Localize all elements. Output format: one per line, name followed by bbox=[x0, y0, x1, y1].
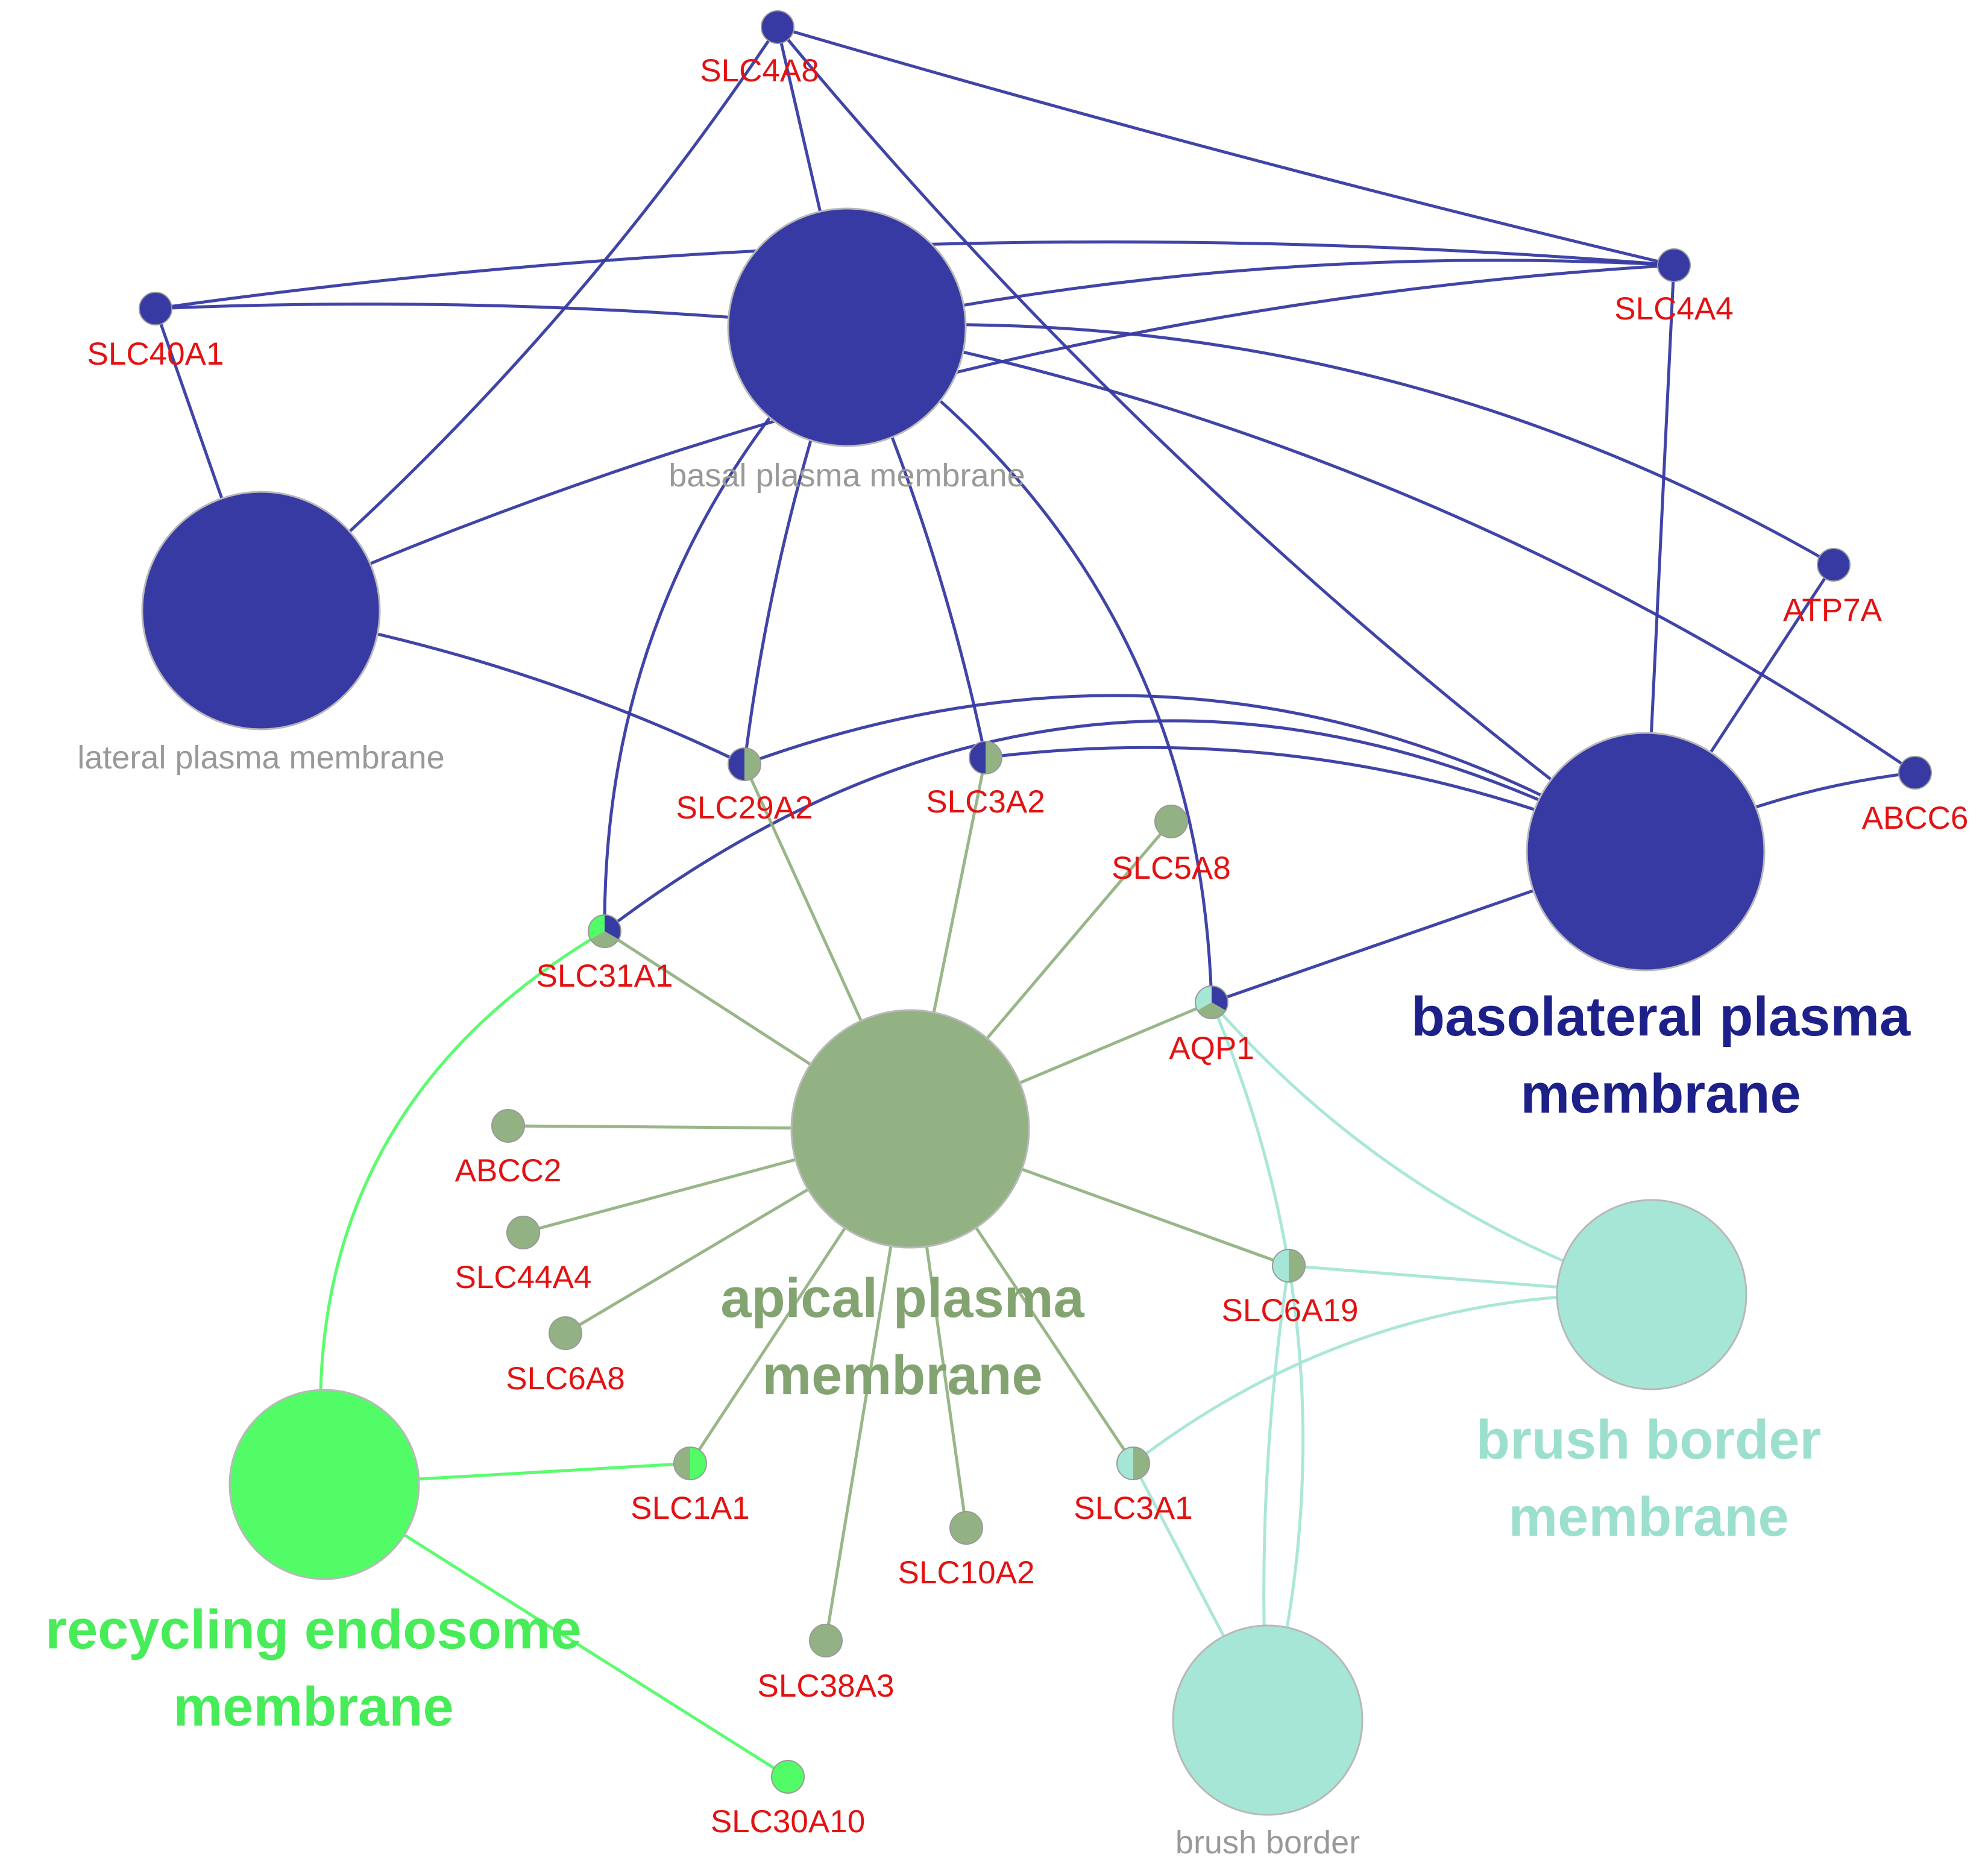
gene-label-slc44a4: SLC44A4 bbox=[455, 1260, 592, 1295]
term-label-line: recycling endosome bbox=[45, 1599, 582, 1660]
gene-node-abcc6[interactable] bbox=[1898, 756, 1932, 790]
term-label-line: basolateral plasma bbox=[1411, 986, 1911, 1048]
term-label-line: basal plasma membrane bbox=[668, 457, 1025, 494]
edge-recycling-slc31a1 bbox=[319, 929, 606, 1485]
nodes-layer bbox=[139, 10, 1932, 1816]
gene-label-slc6a19: SLC6A19 bbox=[1222, 1293, 1359, 1328]
term-label-basolateral: basolateral plasma membrane bbox=[1411, 986, 1911, 1125]
gene-node-slc5a8[interactable] bbox=[1154, 805, 1188, 838]
gene-node-slc3a1[interactable] bbox=[1116, 1447, 1150, 1480]
gene-node-abcc2[interactable] bbox=[491, 1109, 525, 1143]
gene-node-slc30a10[interactable] bbox=[771, 1760, 805, 1794]
term-node-brush[interactable] bbox=[1172, 1624, 1364, 1816]
term-label-brushmem: brush border membrane bbox=[1476, 1409, 1821, 1548]
edge-aqp1-brush bbox=[1210, 1002, 1305, 1721]
gene-node-slc40a1[interactable] bbox=[139, 292, 172, 325]
term-label-line: membrane bbox=[1508, 1486, 1788, 1548]
gene-label-slc6a8: SLC6A8 bbox=[506, 1361, 624, 1396]
edge-atp7a-basal bbox=[846, 323, 1835, 567]
gene-label-atp7a: ATP7A bbox=[1783, 592, 1883, 628]
edge-abcc6-basal bbox=[846, 325, 1916, 774]
gene-node-slc3a2[interactable] bbox=[969, 741, 1002, 774]
gene-node-slc38a3[interactable] bbox=[809, 1624, 843, 1657]
term-label-line: brush border bbox=[1175, 1824, 1360, 1861]
edge-slc31a1-basolateral bbox=[603, 719, 1647, 932]
gene-label-slc40a1: SLC40A1 bbox=[87, 336, 224, 372]
gene-label-slc10a2: SLC10A2 bbox=[898, 1555, 1035, 1591]
gene-node-slc44a4[interactable] bbox=[506, 1216, 540, 1249]
gene-label-slc3a2: SLC3A2 bbox=[926, 784, 1045, 820]
gene-node-slc1a1[interactable] bbox=[673, 1447, 707, 1480]
gene-label-slc3a1: SLC3A1 bbox=[1074, 1491, 1192, 1526]
term-node-basolateral[interactable] bbox=[1526, 732, 1766, 972]
edge-slc4a8-slc4a4 bbox=[777, 25, 1675, 267]
term-label-line: membrane bbox=[173, 1676, 453, 1738]
gene-node-atp7a[interactable] bbox=[1817, 548, 1851, 582]
edge-aqp1-basal bbox=[846, 325, 1213, 1003]
term-label-lateral: lateral plasma membrane bbox=[77, 740, 444, 776]
term-label-line: membrane bbox=[1520, 1063, 1801, 1125]
term-label-apical: apical plasma membrane bbox=[720, 1268, 1084, 1406]
term-label-line: apical plasma bbox=[720, 1268, 1084, 1329]
gene-label-slc4a4: SLC4A4 bbox=[1614, 291, 1733, 327]
gene-node-slc29a2[interactable] bbox=[728, 747, 761, 781]
edge-slc29a2-basolateral bbox=[744, 694, 1647, 853]
gene-label-slc30a10: SLC30A10 bbox=[711, 1804, 865, 1839]
gene-label-abcc6: ABCC6 bbox=[1862, 800, 1969, 836]
edge-slc4a4-lateral bbox=[260, 263, 1675, 612]
edge-slc4a8-basolateral bbox=[776, 26, 1647, 853]
term-label-line: membrane bbox=[762, 1345, 1042, 1406]
term-label-line: lateral plasma membrane bbox=[77, 740, 444, 776]
term-label-basal: basal plasma membrane bbox=[668, 457, 1025, 494]
gene-node-slc6a19[interactable] bbox=[1272, 1249, 1306, 1283]
gene-node-slc10a2[interactable] bbox=[949, 1511, 983, 1545]
gene-node-slc31a1[interactable] bbox=[588, 914, 621, 948]
gene-label-aqp1: AQP1 bbox=[1169, 1031, 1254, 1066]
term-node-recycling[interactable] bbox=[228, 1389, 420, 1580]
edge-slc4a4-basal bbox=[846, 259, 1675, 329]
term-label-brush: brush border bbox=[1175, 1824, 1360, 1861]
gene-label-abcc2: ABCC2 bbox=[455, 1153, 562, 1189]
gene-label-slc31a1: SLC31A1 bbox=[536, 958, 673, 994]
term-node-apical[interactable] bbox=[790, 1009, 1030, 1249]
gene-node-aqp1[interactable] bbox=[1195, 985, 1228, 1019]
gene-label-slc4a8: SLC4A8 bbox=[700, 53, 819, 89]
gene-label-slc29a2: SLC29A2 bbox=[676, 790, 813, 826]
gene-label-slc1a1: SLC1A1 bbox=[631, 1491, 749, 1526]
term-node-basal[interactable] bbox=[727, 207, 967, 447]
term-label-line: brush border bbox=[1476, 1409, 1821, 1471]
gene-node-slc6a8[interactable] bbox=[549, 1316, 582, 1350]
term-node-brushmem[interactable] bbox=[1556, 1199, 1747, 1390]
gene-node-slc4a4[interactable] bbox=[1657, 248, 1691, 282]
gene-label-slc5a8: SLC5A8 bbox=[1112, 850, 1230, 886]
gene-label-slc38a3: SLC38A3 bbox=[758, 1668, 895, 1704]
term-node-lateral[interactable] bbox=[141, 491, 381, 730]
term-label-recycling: recycling endosome membrane bbox=[45, 1599, 582, 1738]
gene-node-slc4a8[interactable] bbox=[761, 10, 794, 44]
